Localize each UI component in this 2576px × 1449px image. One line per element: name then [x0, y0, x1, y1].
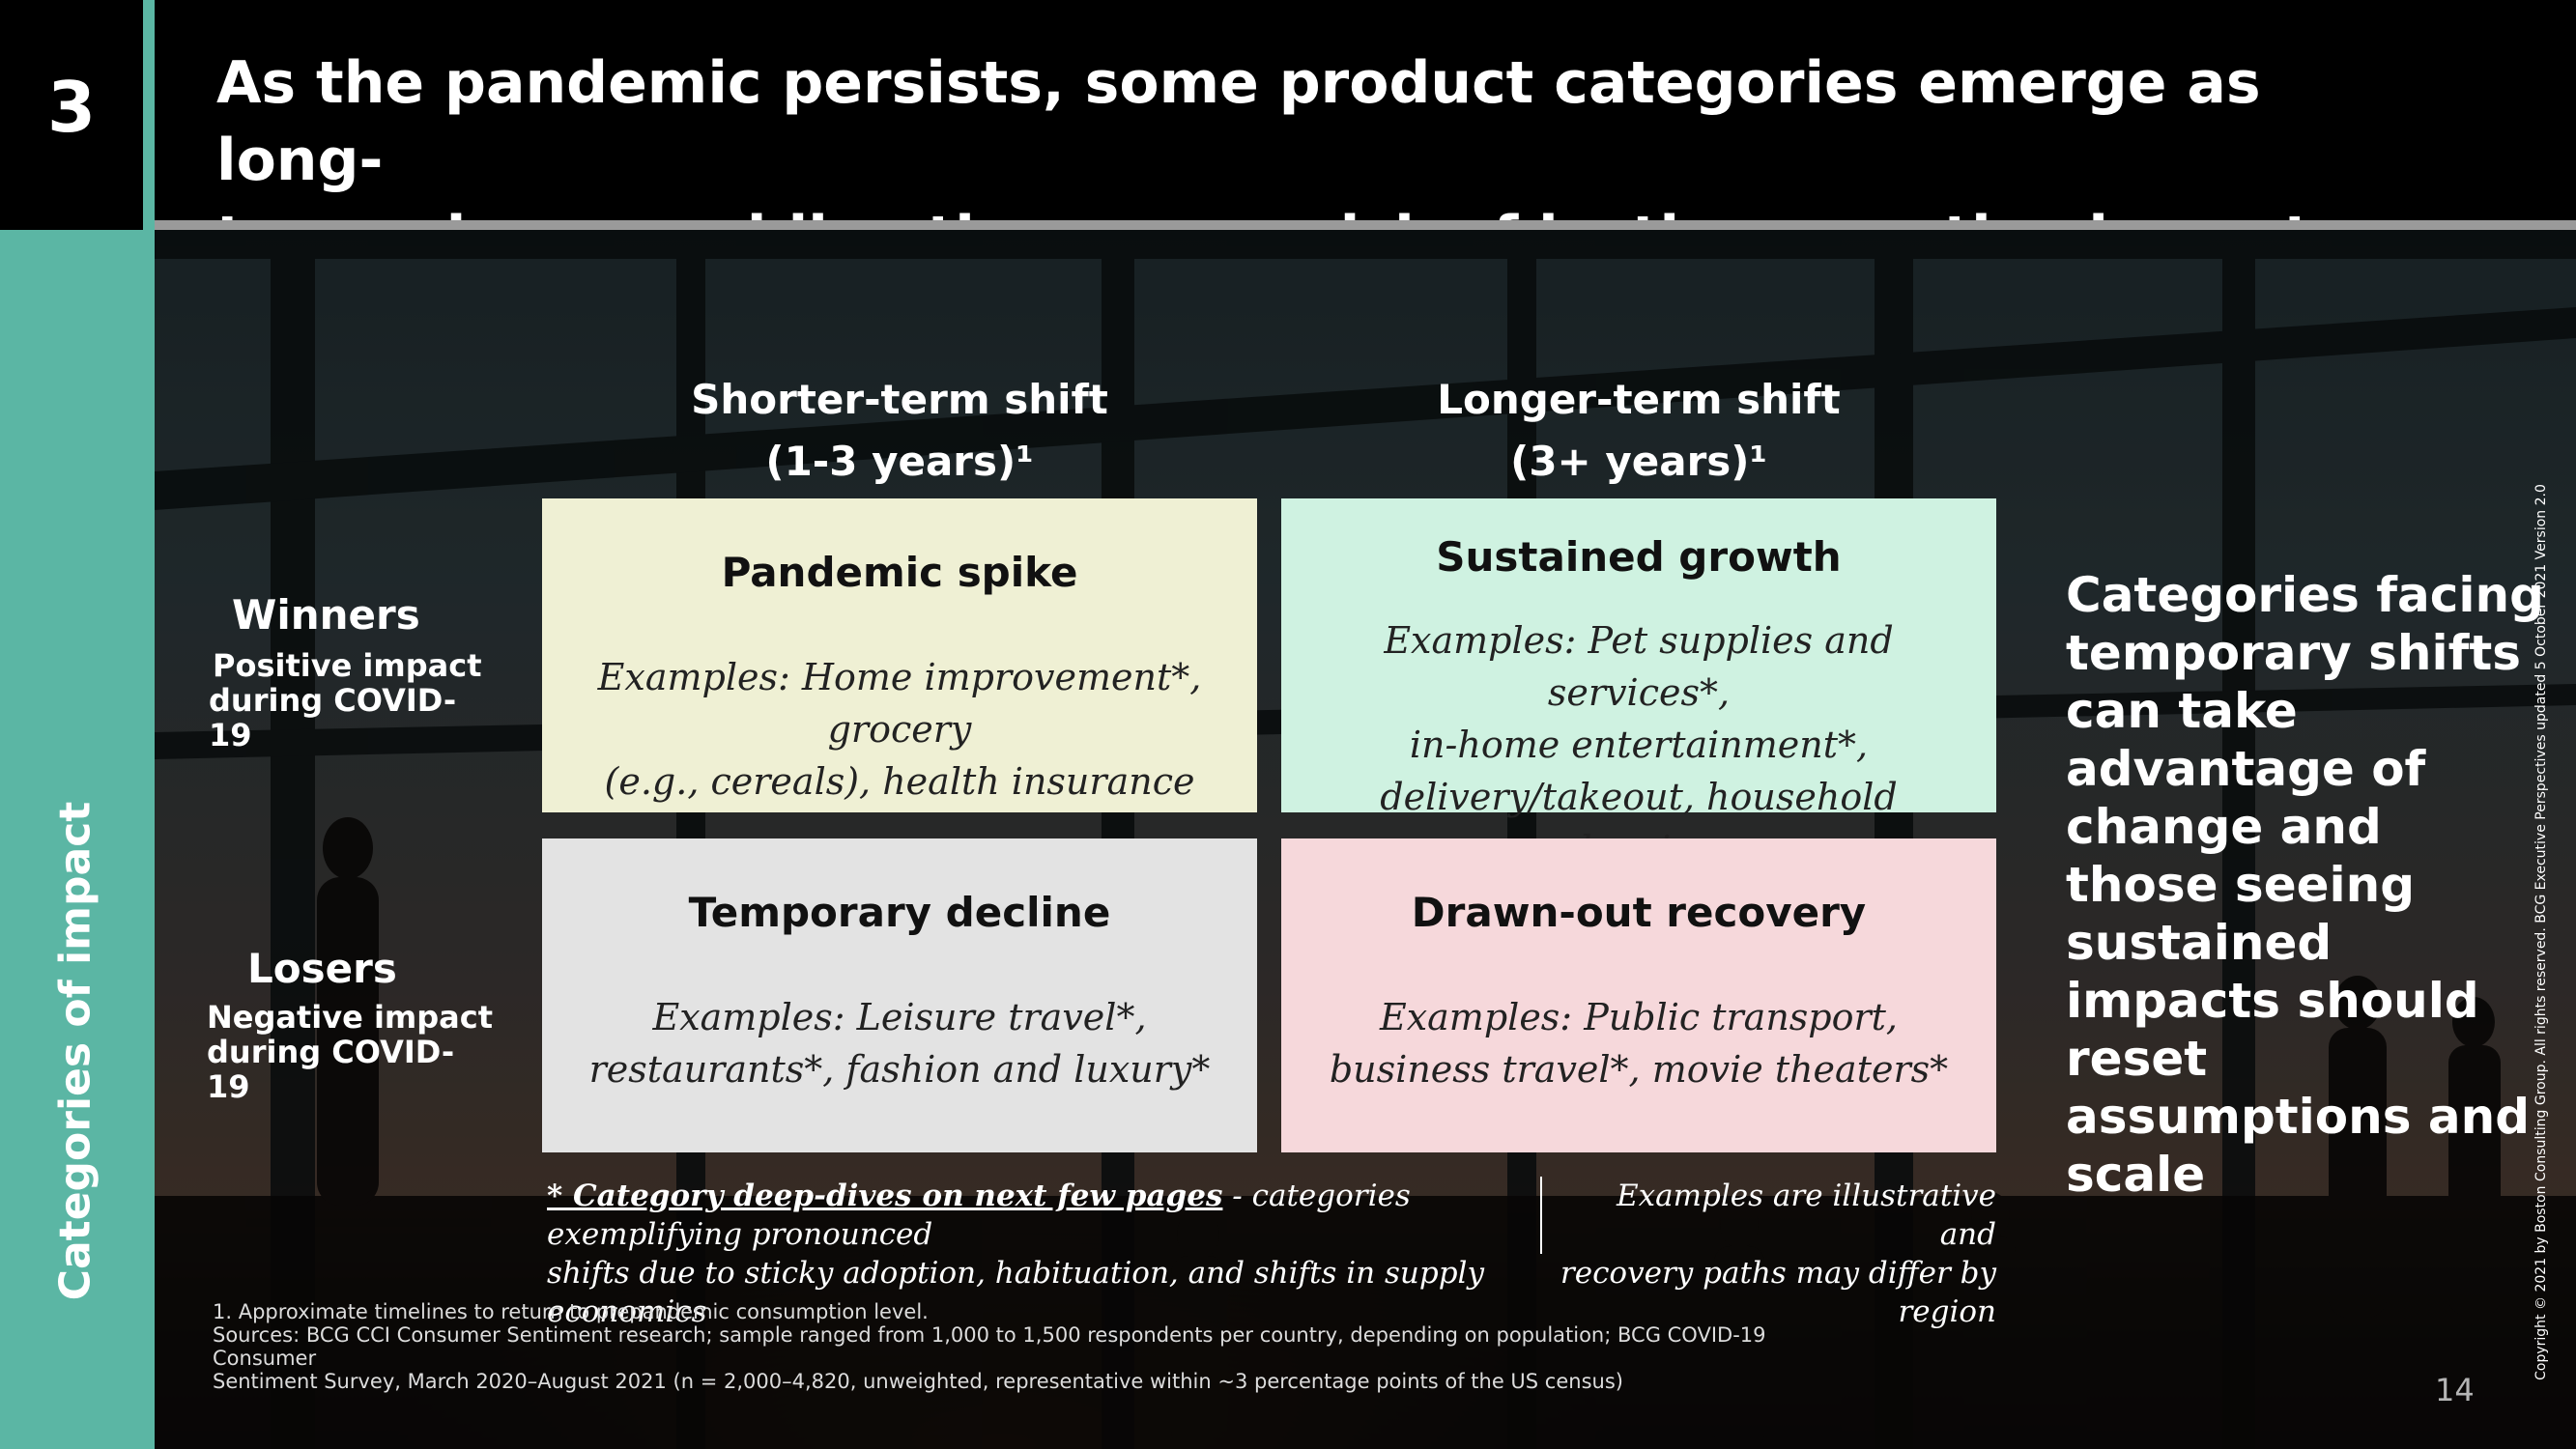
deep-dive-note-rest: - categories exemplifying pronounced: [547, 1179, 1411, 1252]
row-label-losers-title: Losers: [247, 945, 397, 992]
takeaway-text: Categories facing temporary shifts can t…: [2066, 567, 2544, 1203]
row-label-winners-title: Winners: [232, 591, 420, 639]
quadrant-temporary-decline-examples: Examples: Leisure travel*, restaurants*,…: [561, 991, 1238, 1095]
quadrant-sustained-growth-line-2: in-home entertainment*,: [1409, 724, 1869, 766]
quadrant-pandemic-spike-examples: Examples: Home improvement*, grocery (e.…: [561, 651, 1238, 808]
footnotes: 1. Approximate timelines to return to pr…: [213, 1300, 1855, 1393]
row-label-losers-sub1: Negative impact: [207, 999, 494, 1036]
deep-dive-note: * Category deep-dives on next few pages …: [547, 1177, 1532, 1331]
quadrant-pandemic-spike-title: Pandemic spike: [721, 549, 1078, 596]
row-label-winners-sub2: during COVID-19: [209, 682, 457, 753]
quadrant-sustained-growth-line-1: Examples: Pet supplies and services*,: [1384, 619, 1894, 714]
column-header-shorter-term-title: Shorter-term shift: [691, 376, 1108, 423]
quadrant-pandemic-spike-line-2: (e.g., cereals), health insurance: [604, 760, 1195, 803]
background-photo: [155, 230, 2576, 1449]
quadrant-drawn-out-recovery-examples: Examples: Public transport, business tra…: [1301, 991, 1977, 1095]
row-label-losers-sub2: during COVID-19: [207, 1034, 455, 1105]
section-number-text: 3: [46, 67, 97, 148]
row-label-losers: Losers Negative impact during COVID-19: [207, 945, 497, 1104]
title-line-1: As the pandemic persists, some product c…: [216, 49, 2261, 194]
column-header-longer-term-years: (3+ years)¹: [1510, 438, 1767, 485]
quadrant-temporary-decline-title: Temporary decline: [688, 889, 1111, 936]
column-header-shorter-term: Shorter-term shift (1-3 years)¹: [542, 369, 1257, 493]
illustrative-note: Examples are illustrative and recovery p…: [1552, 1177, 1996, 1331]
sidebar: Categories of impact: [0, 230, 143, 1449]
page-number: 14: [2435, 1372, 2475, 1408]
column-header-longer-term: Longer-term shift (3+ years)¹: [1281, 369, 1996, 493]
illustrative-note-line-2: recovery paths may differ by region: [1560, 1256, 1996, 1329]
quadrant-pandemic-spike: Pandemic spike Examples: Home improvemen…: [542, 498, 1257, 812]
quadrant-temporary-decline-line-2: restaurants*, fashion and luxury*: [588, 1048, 1211, 1091]
column-header-longer-term-title: Longer-term shift: [1437, 376, 1841, 423]
row-label-winners-sub1: Positive impact: [213, 647, 482, 684]
quadrant-drawn-out-recovery-line-2: business travel*, movie theaters*: [1329, 1048, 1949, 1091]
quadrant-pandemic-spike-line-1: Examples: Home improvement*, grocery: [597, 656, 1202, 751]
accent-bar: [143, 0, 155, 1449]
illustrative-note-line-1: Examples are illustrative and: [1617, 1179, 1996, 1252]
footnote-sources-line-1: Sources: BCG CCI Consumer Sentiment rese…: [213, 1323, 1766, 1370]
quadrant-sustained-growth-title: Sustained growth: [1436, 533, 1842, 581]
copyright-notice: Copyright © 2021 by Boston Consulting Gr…: [2533, 484, 2549, 1380]
quadrant-temporary-decline-line-1: Examples: Leisure travel*,: [652, 996, 1147, 1038]
note-divider: [1540, 1177, 1542, 1254]
quadrant-temporary-decline: Temporary decline Examples: Leisure trav…: [542, 838, 1257, 1152]
deep-dive-link[interactable]: * Category deep-dives on next few pages: [547, 1179, 1223, 1213]
column-header-shorter-term-years: (1-3 years)¹: [765, 438, 1034, 485]
footnote-sources-line-2: Sentiment Survey, March 2020–August 2021…: [213, 1370, 1623, 1393]
section-number: 3: [0, 0, 143, 214]
quadrant-sustained-growth: Sustained growth Examples: Pet supplies …: [1281, 498, 1996, 870]
quadrant-drawn-out-recovery-title: Drawn-out recovery: [1411, 889, 1867, 936]
quadrant-drawn-out-recovery-line-1: Examples: Public transport,: [1379, 996, 1899, 1038]
quadrant-sustained-growth-examples: Examples: Pet supplies and services*, in…: [1301, 614, 1977, 875]
row-label-winners: Winners Positive impact during COVID-19: [209, 591, 499, 753]
sidebar-label: Categories of impact: [50, 801, 100, 1301]
footnote-1: 1. Approximate timelines to return to pr…: [213, 1300, 929, 1323]
header-bar: As the pandemic persists, some product c…: [155, 0, 2576, 271]
title-divider: [155, 220, 2576, 230]
quadrant-drawn-out-recovery: Drawn-out recovery Examples: Public tran…: [1281, 838, 1996, 1152]
deep-dive-note-line-2: shifts due to sticky adoption, habituati…: [547, 1256, 1484, 1329]
